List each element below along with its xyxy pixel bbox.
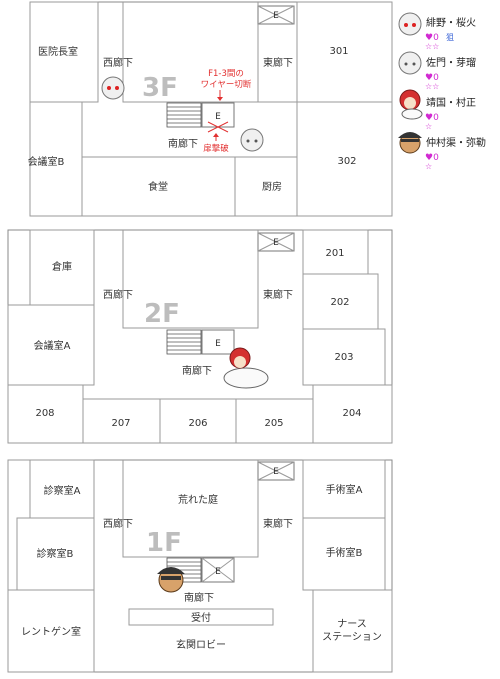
legend-item-hino-oka[interactable]: 緋野・桜火 ♥0 狙 ☆☆ bbox=[398, 12, 476, 51]
label-south-corridor-2f: 南廊下 bbox=[182, 364, 212, 377]
label-south-corridor-3f: 南廊下 bbox=[168, 137, 198, 150]
room-203[interactable] bbox=[302, 328, 386, 386]
elevator-3f-center[interactable] bbox=[201, 102, 235, 128]
label-courtyard: 荒れた庭 bbox=[178, 493, 218, 506]
room-xray[interactable] bbox=[7, 589, 95, 673]
label-east-corridor-2f: 東廊下 bbox=[263, 288, 293, 301]
legend-name-4: 仲村渠・弥勒 bbox=[426, 136, 486, 149]
door-broken-note: 扉撃破 bbox=[203, 143, 229, 154]
label-xray: レントゲン室 bbox=[21, 625, 81, 638]
stairs-2f[interactable] bbox=[166, 329, 202, 355]
elevator-3f-center-label: E bbox=[215, 112, 221, 122]
label-206: 206 bbox=[188, 418, 207, 429]
samon-meru-icon bbox=[398, 51, 422, 75]
legend-stars-1: ☆☆ bbox=[425, 42, 439, 51]
floor-1f: E E 診察室A 診察室B レントゲン室 手術室A 手術室B ナース ステーショ… bbox=[7, 459, 393, 673]
hino-oka-icon bbox=[398, 12, 422, 36]
label-301: 301 bbox=[329, 46, 348, 57]
elevator-1f-top-label: E bbox=[273, 467, 279, 477]
label-lobby: 玄関ロビー bbox=[176, 638, 226, 651]
legend-stars-2: ☆☆ bbox=[425, 82, 439, 91]
reception-desk[interactable] bbox=[128, 608, 274, 626]
elevator-2f-center[interactable] bbox=[201, 329, 235, 355]
legend-hearts-4: ♥0 bbox=[425, 153, 439, 163]
floor-label-1f: 1F bbox=[146, 528, 182, 558]
floor-3f: E E F1-3間の ワイヤー切断 扉撃破 医院長室 会議室B 301 302 … bbox=[28, 1, 393, 217]
legend-stars-3: ☆ bbox=[425, 122, 432, 131]
legend-name-3: 靖国・村正 bbox=[426, 96, 476, 109]
wire-cut-note-1: F1-3間の bbox=[208, 69, 244, 79]
legend-hearts-2: ♥0 bbox=[425, 73, 439, 83]
legend-item-yasukuni-muramasa[interactable]: 靖国・村正 ♥0 ☆ bbox=[399, 89, 476, 131]
label-storage: 倉庫 bbox=[52, 260, 72, 273]
label-conference-a: 会議室A bbox=[34, 339, 71, 352]
label-302: 302 bbox=[337, 156, 356, 167]
label-exam-a: 診察室A bbox=[44, 484, 81, 497]
legend-stars-4: ☆ bbox=[425, 162, 432, 171]
elevator-3f-top-label: E bbox=[273, 11, 279, 21]
label-reception: 受付 bbox=[191, 611, 211, 624]
avatar-hino-oka-on-map[interactable] bbox=[101, 76, 125, 100]
legend-item-samon-meru[interactable]: 佐門・芽瑠 ♥0 ☆☆ bbox=[398, 51, 476, 91]
floor-label-3f: 3F bbox=[142, 73, 178, 103]
elevator-1f-center-label: E bbox=[215, 567, 221, 577]
character-legend: 緋野・桜火 ♥0 狙 ☆☆ 佐門・芽瑠 ♥0 ☆☆ 靖国・村正 ♥0 ☆ 仲村 bbox=[398, 12, 486, 171]
legend-hearts-3: ♥0 bbox=[425, 113, 439, 123]
label-204: 204 bbox=[342, 408, 361, 419]
legend-hearts-1: ♥0 bbox=[425, 33, 439, 43]
legend-item-nakandakari-miroku[interactable]: 仲村渠・弥勒 ♥0 ☆ bbox=[398, 132, 486, 171]
label-nurse-1: ナース bbox=[337, 618, 367, 630]
legend-name-1: 緋野・桜火 bbox=[426, 16, 476, 29]
label-cafeteria: 食堂 bbox=[148, 180, 168, 193]
label-202: 202 bbox=[330, 297, 349, 308]
label-east-corridor-1f: 東廊下 bbox=[263, 517, 293, 530]
elevator-2f-center-label: E bbox=[215, 339, 221, 349]
room-courtyard[interactable] bbox=[122, 460, 259, 558]
label-201: 201 bbox=[325, 248, 344, 259]
legend-tag-1: 狙 bbox=[446, 33, 454, 42]
label-exam-b: 診察室B bbox=[37, 547, 74, 560]
legend-name-2: 佐門・芽瑠 bbox=[426, 56, 476, 69]
room-nurse-station[interactable] bbox=[312, 589, 393, 673]
label-kitchen: 厨房 bbox=[262, 180, 282, 193]
label-west-corridor-3f: 西廊下 bbox=[103, 56, 133, 69]
wire-cut-note-2: ワイヤー切断 bbox=[201, 79, 252, 90]
label-208: 208 bbox=[35, 408, 54, 419]
label-conference-b: 会議室B bbox=[28, 155, 65, 168]
label-director: 医院長室 bbox=[38, 45, 78, 58]
label-203: 203 bbox=[334, 352, 353, 363]
floor-2f: E E 倉庫 会議室A 208 207 206 205 204 201 202 … bbox=[7, 229, 393, 444]
label-east-corridor-3f: 東廊下 bbox=[263, 56, 293, 69]
label-207: 207 bbox=[111, 418, 130, 429]
label-surgery-b: 手術室B bbox=[326, 546, 363, 559]
room-kitchen[interactable] bbox=[234, 156, 298, 217]
label-205: 205 bbox=[264, 418, 283, 429]
label-surgery-a: 手術室A bbox=[326, 483, 363, 496]
avatar-samon-meru-on-map[interactable] bbox=[240, 128, 264, 152]
label-west-corridor-1f: 西廊下 bbox=[103, 517, 133, 530]
avatar-yasukuni-muramasa-on-map[interactable] bbox=[223, 347, 269, 389]
stairs-3f[interactable] bbox=[166, 102, 202, 128]
label-south-corridor-1f: 南廊下 bbox=[184, 591, 214, 604]
avatar-nakandakari-miroku-on-map[interactable] bbox=[157, 567, 185, 593]
center-block-3f bbox=[122, 2, 259, 103]
center-block-2f bbox=[122, 230, 259, 329]
elevator-2f-top-label: E bbox=[273, 238, 279, 248]
label-nurse-2: ステーション bbox=[322, 632, 382, 643]
floor-label-2f: 2F bbox=[144, 299, 180, 329]
label-west-corridor-2f: 西廊下 bbox=[103, 288, 133, 301]
